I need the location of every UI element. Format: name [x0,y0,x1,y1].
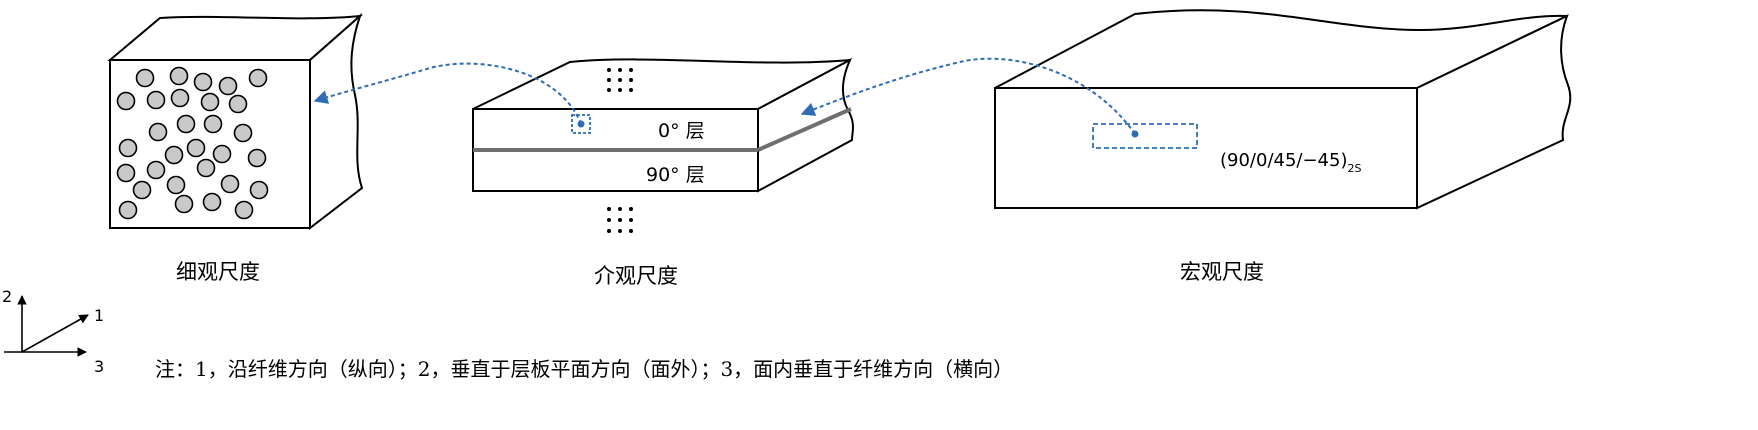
layer-0-label: 0° 层 [658,120,705,142]
macro-front-face [994,87,1418,209]
fiber-circle [170,88,190,108]
micro-scale-block [107,12,364,231]
fiber-circle [233,123,253,143]
layer-90-label: 90° 层 [646,164,705,186]
axis-2-label: 2 [2,287,12,306]
fiber-circle [146,90,166,110]
fiber-cross-sections [116,66,269,220]
fiber-circle [118,200,138,220]
fiber-circle [200,92,220,112]
fiber-circle [212,144,232,164]
axes-note: 注：1，沿纤维方向（纵向）；2，垂直于层板平面方向（面外）；3，面内垂直于纤维方… [155,357,1013,381]
fiber-circle [193,72,213,92]
ellipsis-top-icon [607,68,633,92]
micro-caption: 细观尺度 [176,260,260,284]
fiber-circle [166,175,186,195]
micro-top-face [107,14,363,61]
fiber-circle [247,148,267,168]
fiber-circle [116,91,136,111]
coordinate-axes-icon: 2 1 3 [2,287,104,376]
fiber-circle [202,192,222,212]
fiber-circle [228,94,248,114]
fiber-circle [218,76,238,96]
fiber-circle [164,145,184,165]
meso-selection-box [571,114,591,134]
fiber-circle [116,163,136,183]
fiber-circle [118,138,138,158]
fiber-circle [249,180,269,200]
fiber-circle [196,158,216,178]
macro-selection-box [1092,123,1198,149]
fiber-circle [146,160,166,180]
axis-1-label: 1 [94,306,104,325]
meso-to-micro-arrow [313,62,582,125]
meso-top-face [472,58,851,110]
macro-caption: 宏观尺度 [1180,260,1264,284]
fiber-circle [220,174,240,194]
fiber-circle [135,68,155,88]
fiber-circle [203,114,223,134]
layup-label: (90/0/45/−45)2S [1220,150,1361,175]
macro-side-face [1416,14,1572,210]
layer-interface-line-side [757,107,852,152]
meso-caption: 介观尺度 [594,264,678,288]
fiber-circle [169,66,189,86]
fiber-circle [186,138,206,158]
fiber-circle [174,194,194,214]
macro-to-meso-arrow [800,57,1136,135]
fiber-circle [132,180,152,200]
fiber-circle [234,200,254,220]
fiber-circle [176,114,196,134]
fiber-circle [148,122,168,142]
macro-top-face [994,9,1568,89]
macro-scale-block: (90/0/45/−45)2S [994,9,1572,210]
fiber-circle [248,68,268,88]
micro-side-face [309,12,364,231]
ellipsis-bottom-icon [607,207,633,233]
axis-3-label: 3 [94,357,104,376]
meso-scale-block: 0° 层 90° 层 [472,57,854,233]
